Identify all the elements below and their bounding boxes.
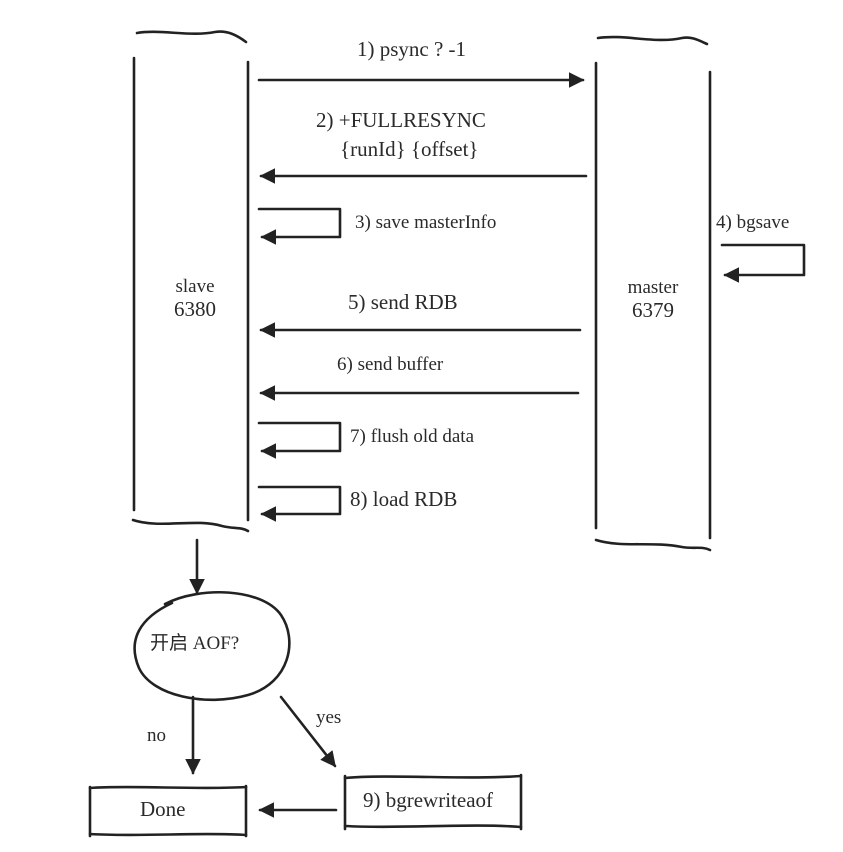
- branch-no-label: no: [147, 725, 166, 746]
- step-6-label: 6) send buffer: [337, 354, 444, 375]
- slave-port: 6380: [174, 296, 216, 321]
- master-port: 6379: [632, 297, 674, 322]
- step-7-label: 7) flush old data: [350, 426, 475, 447]
- master-name: master: [627, 277, 679, 298]
- step-1-label: 1) psync ? -1: [357, 37, 467, 61]
- step-2-params: {runId} {offset}: [340, 137, 479, 161]
- bgrewriteaof-box: [343, 773, 523, 831]
- done-box: [88, 784, 248, 838]
- arrow-bgsave: [720, 243, 806, 283]
- arrow-yes: [279, 695, 337, 768]
- step-8-label: 8) load RDB: [350, 487, 458, 511]
- step-5-label: 5) send RDB: [348, 290, 458, 314]
- step-2-label: 2) +FULLRESYNC: [316, 108, 486, 132]
- master-column: [594, 35, 712, 552]
- slave-name: slave: [175, 276, 215, 297]
- branch-yes-label: yes: [316, 707, 342, 728]
- master-label: master 6379: [608, 277, 698, 322]
- step-9-label: 9) bgrewriteaof: [363, 788, 494, 812]
- arrow-flush-old-data: [257, 421, 342, 459]
- arrow-save-masterinfo: [257, 207, 342, 245]
- slave-column: [131, 30, 250, 533]
- step-4-label: 4) bgsave: [716, 212, 790, 233]
- step-3-label: 3) save masterInfo: [355, 212, 497, 233]
- decision-label: 开启 AOF?: [150, 633, 240, 654]
- arrow-load-rdb: [257, 485, 342, 522]
- done-label: Done: [140, 797, 186, 821]
- slave-label: slave 6380: [150, 276, 240, 321]
- decision-circle: [133, 590, 291, 702]
